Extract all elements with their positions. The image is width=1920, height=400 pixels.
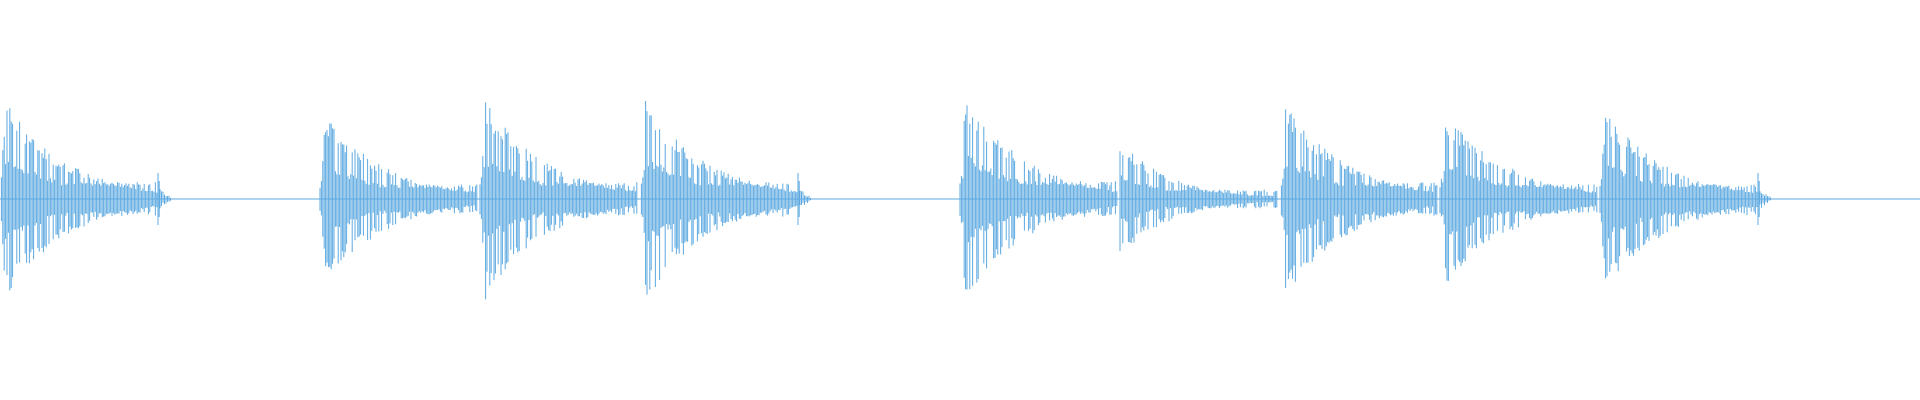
waveform-path <box>0 101 1771 300</box>
waveform-peaks <box>0 101 1771 300</box>
